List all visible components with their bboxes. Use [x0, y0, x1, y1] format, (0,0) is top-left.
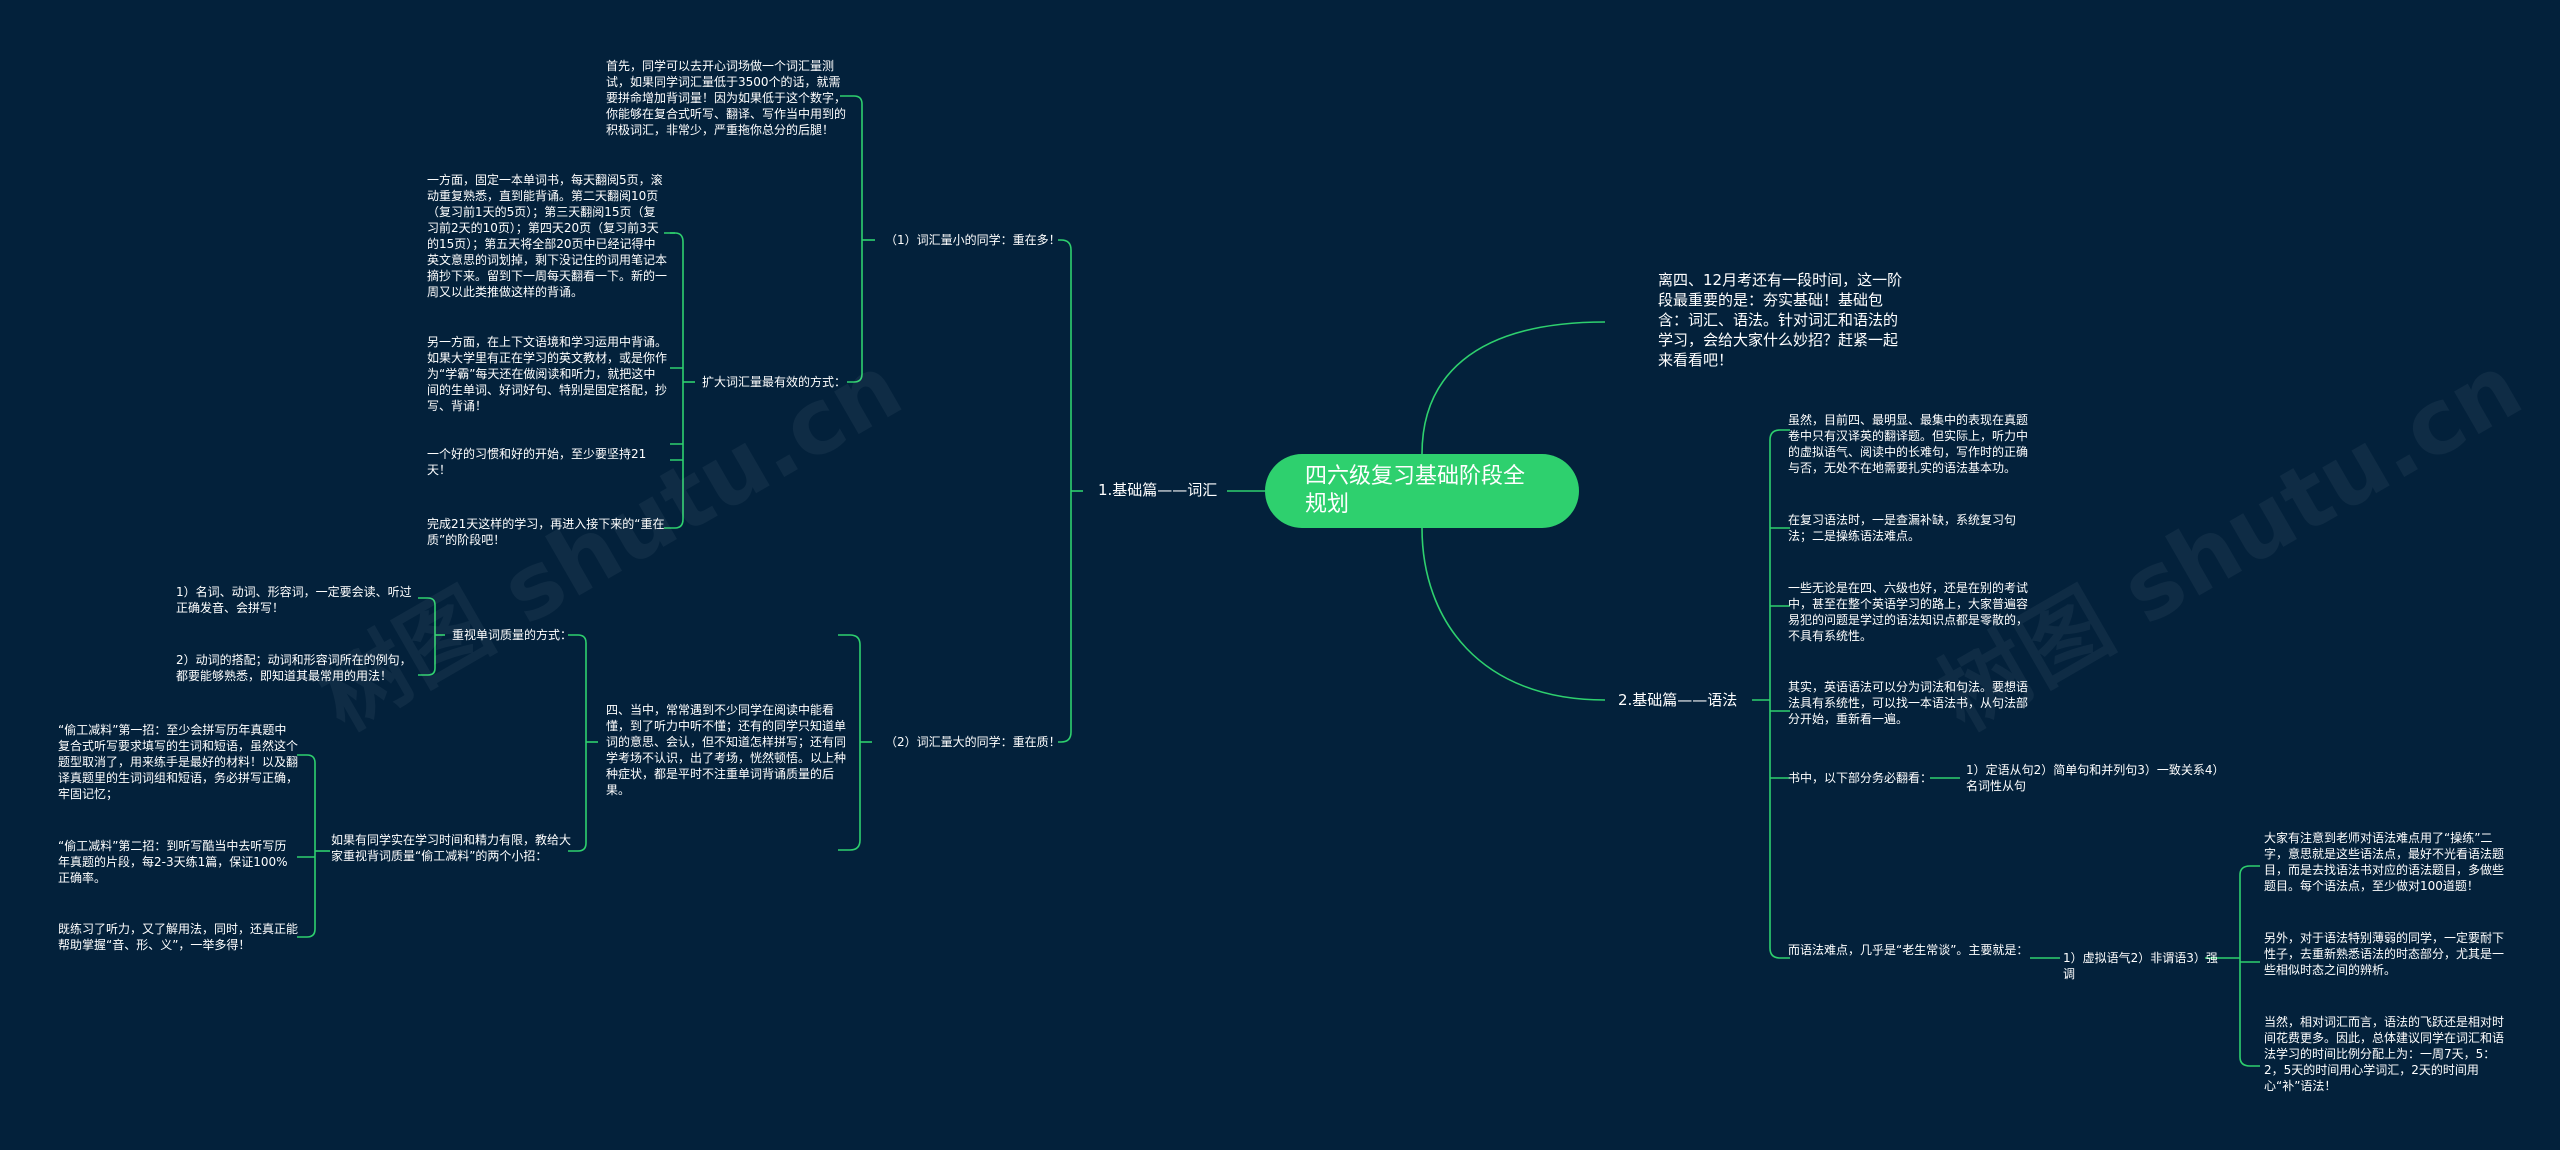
grammar-hard-item[interactable]: 当然，相对词汇而言，语法的飞跃还是相对时间花费更多。因此，总体建议同学在词汇和语…	[2264, 1015, 2505, 1093]
grammar-hard-child[interactable]: 1）虚拟语气2）非谓语3）强调	[2063, 951, 2218, 981]
grammar-item[interactable]: 其实，英语语法可以分为词法和句法。要想语法具有系统性，可以找一本语法书，从句法部…	[1788, 680, 2029, 726]
grammar-book-node[interactable]: 书中，以下部分务必翻看：	[1788, 771, 1933, 785]
trick-item[interactable]: “偷工减料”第一招：至少会拼写历年真题中复合式听写要求填写的生词和短语，虽然这个…	[58, 723, 299, 801]
root-title: 四六级复习基础阶段全规划	[1305, 464, 1526, 517]
expand-item[interactable]: 完成21天这样的学习，再进入接下来的“重在质”的阶段吧！	[427, 517, 665, 547]
grammar-book-child[interactable]: 1）定语从句2）简单句和并列句3）一致关系4）名词性从句	[1966, 763, 2225, 793]
quality-item[interactable]: 2）动词的搭配；动词和形容词所在的例句，都要能够熟悉，即知道其最常用的用法！	[176, 653, 412, 683]
small-vocab-note[interactable]: 首先，同学可以去开心词场做一个词汇量测试，如果同学词汇量低于3500个的话，就需…	[606, 59, 847, 137]
expand-item[interactable]: 另一方面，在上下文语境和学习运用中背诵。如果大学里有正在学习的英文教材，或是你作…	[427, 335, 668, 413]
trick-node[interactable]: 如果有同学实在学习时间和精力有限，教给大家重视背词质量“偷工减料”的两个小招：	[331, 833, 572, 863]
grammar-hard-node[interactable]: 而语法难点，几乎是“老生常谈”。主要就是：	[1788, 943, 2029, 957]
grammar-item[interactable]: 一些无论是在四、六级也好，还是在别的考试中，甚至在整个英语学习的路上，大家普遍容…	[1788, 581, 2029, 643]
vocab-branch-node[interactable]: 1.基础篇——词汇	[1098, 481, 1218, 499]
root-node[interactable]: 四六级复习基础阶段全规划	[1265, 454, 1579, 528]
small-vocab-node[interactable]: （1）词汇量小的同学：重在多！	[885, 233, 1061, 247]
large-vocab-node[interactable]: （2）词汇量大的同学：重在质！	[885, 735, 1061, 749]
grammar-item[interactable]: 在复习语法时，一是查漏补缺，系统复习句法；二是操练语法难点。	[1788, 513, 2017, 543]
grammar-branch-node[interactable]: 2.基础篇——语法	[1618, 691, 1738, 709]
quality-item[interactable]: 1）名词、动词、形容词，一定要会读、听过正确发音、会拼写！	[176, 585, 412, 615]
grammar-item[interactable]: 虽然，目前四、最明显、最集中的表现在真题卷中只有汉译英的翻译题。但实际上，听力中…	[1788, 413, 2029, 475]
grammar-hard-item[interactable]: 另外，对于语法特别薄弱的同学，一定要耐下性子，去重新熟悉语法的时态部分，尤其是一…	[2264, 931, 2505, 977]
large-vocab-desc[interactable]: 四、当中，常常遇到不少同学在阅读中能看懂，到了听力中听不懂；还有的同学只知道单词…	[606, 703, 847, 797]
intro-node[interactable]: 离四、12月考还有一段时间，这一阶段最重要的是：夯实基础！基础包含：词汇、语法。…	[1658, 271, 1903, 369]
trick-item[interactable]: “偷工减料”第二招：到听写酷当中去听写历年真题的片段，每2-3天练1篇，保证10…	[58, 839, 288, 885]
grammar-hard-item[interactable]: 大家有注意到老师对语法难点用了“操练”二字，意思就是这些语法点，最好不光看语法题…	[2264, 831, 2505, 893]
expand-item[interactable]: 一方面，固定一本单词书，每天翻阅5页，滚动重复熟悉，直到能背诵。第二天翻阅10页…	[427, 173, 668, 299]
quality-method-node[interactable]: 重视单词质量的方式：	[452, 628, 573, 642]
expand-item[interactable]: 一个好的习惯和好的开始，至少要坚持21天！	[427, 447, 647, 477]
trick-item[interactable]: 既练习了听力，又了解用法，同时，还真正能帮助掌握“音、形、义”，一举多得！	[58, 922, 299, 952]
expand-method-node[interactable]: 扩大词汇量最有效的方式：	[702, 375, 847, 389]
